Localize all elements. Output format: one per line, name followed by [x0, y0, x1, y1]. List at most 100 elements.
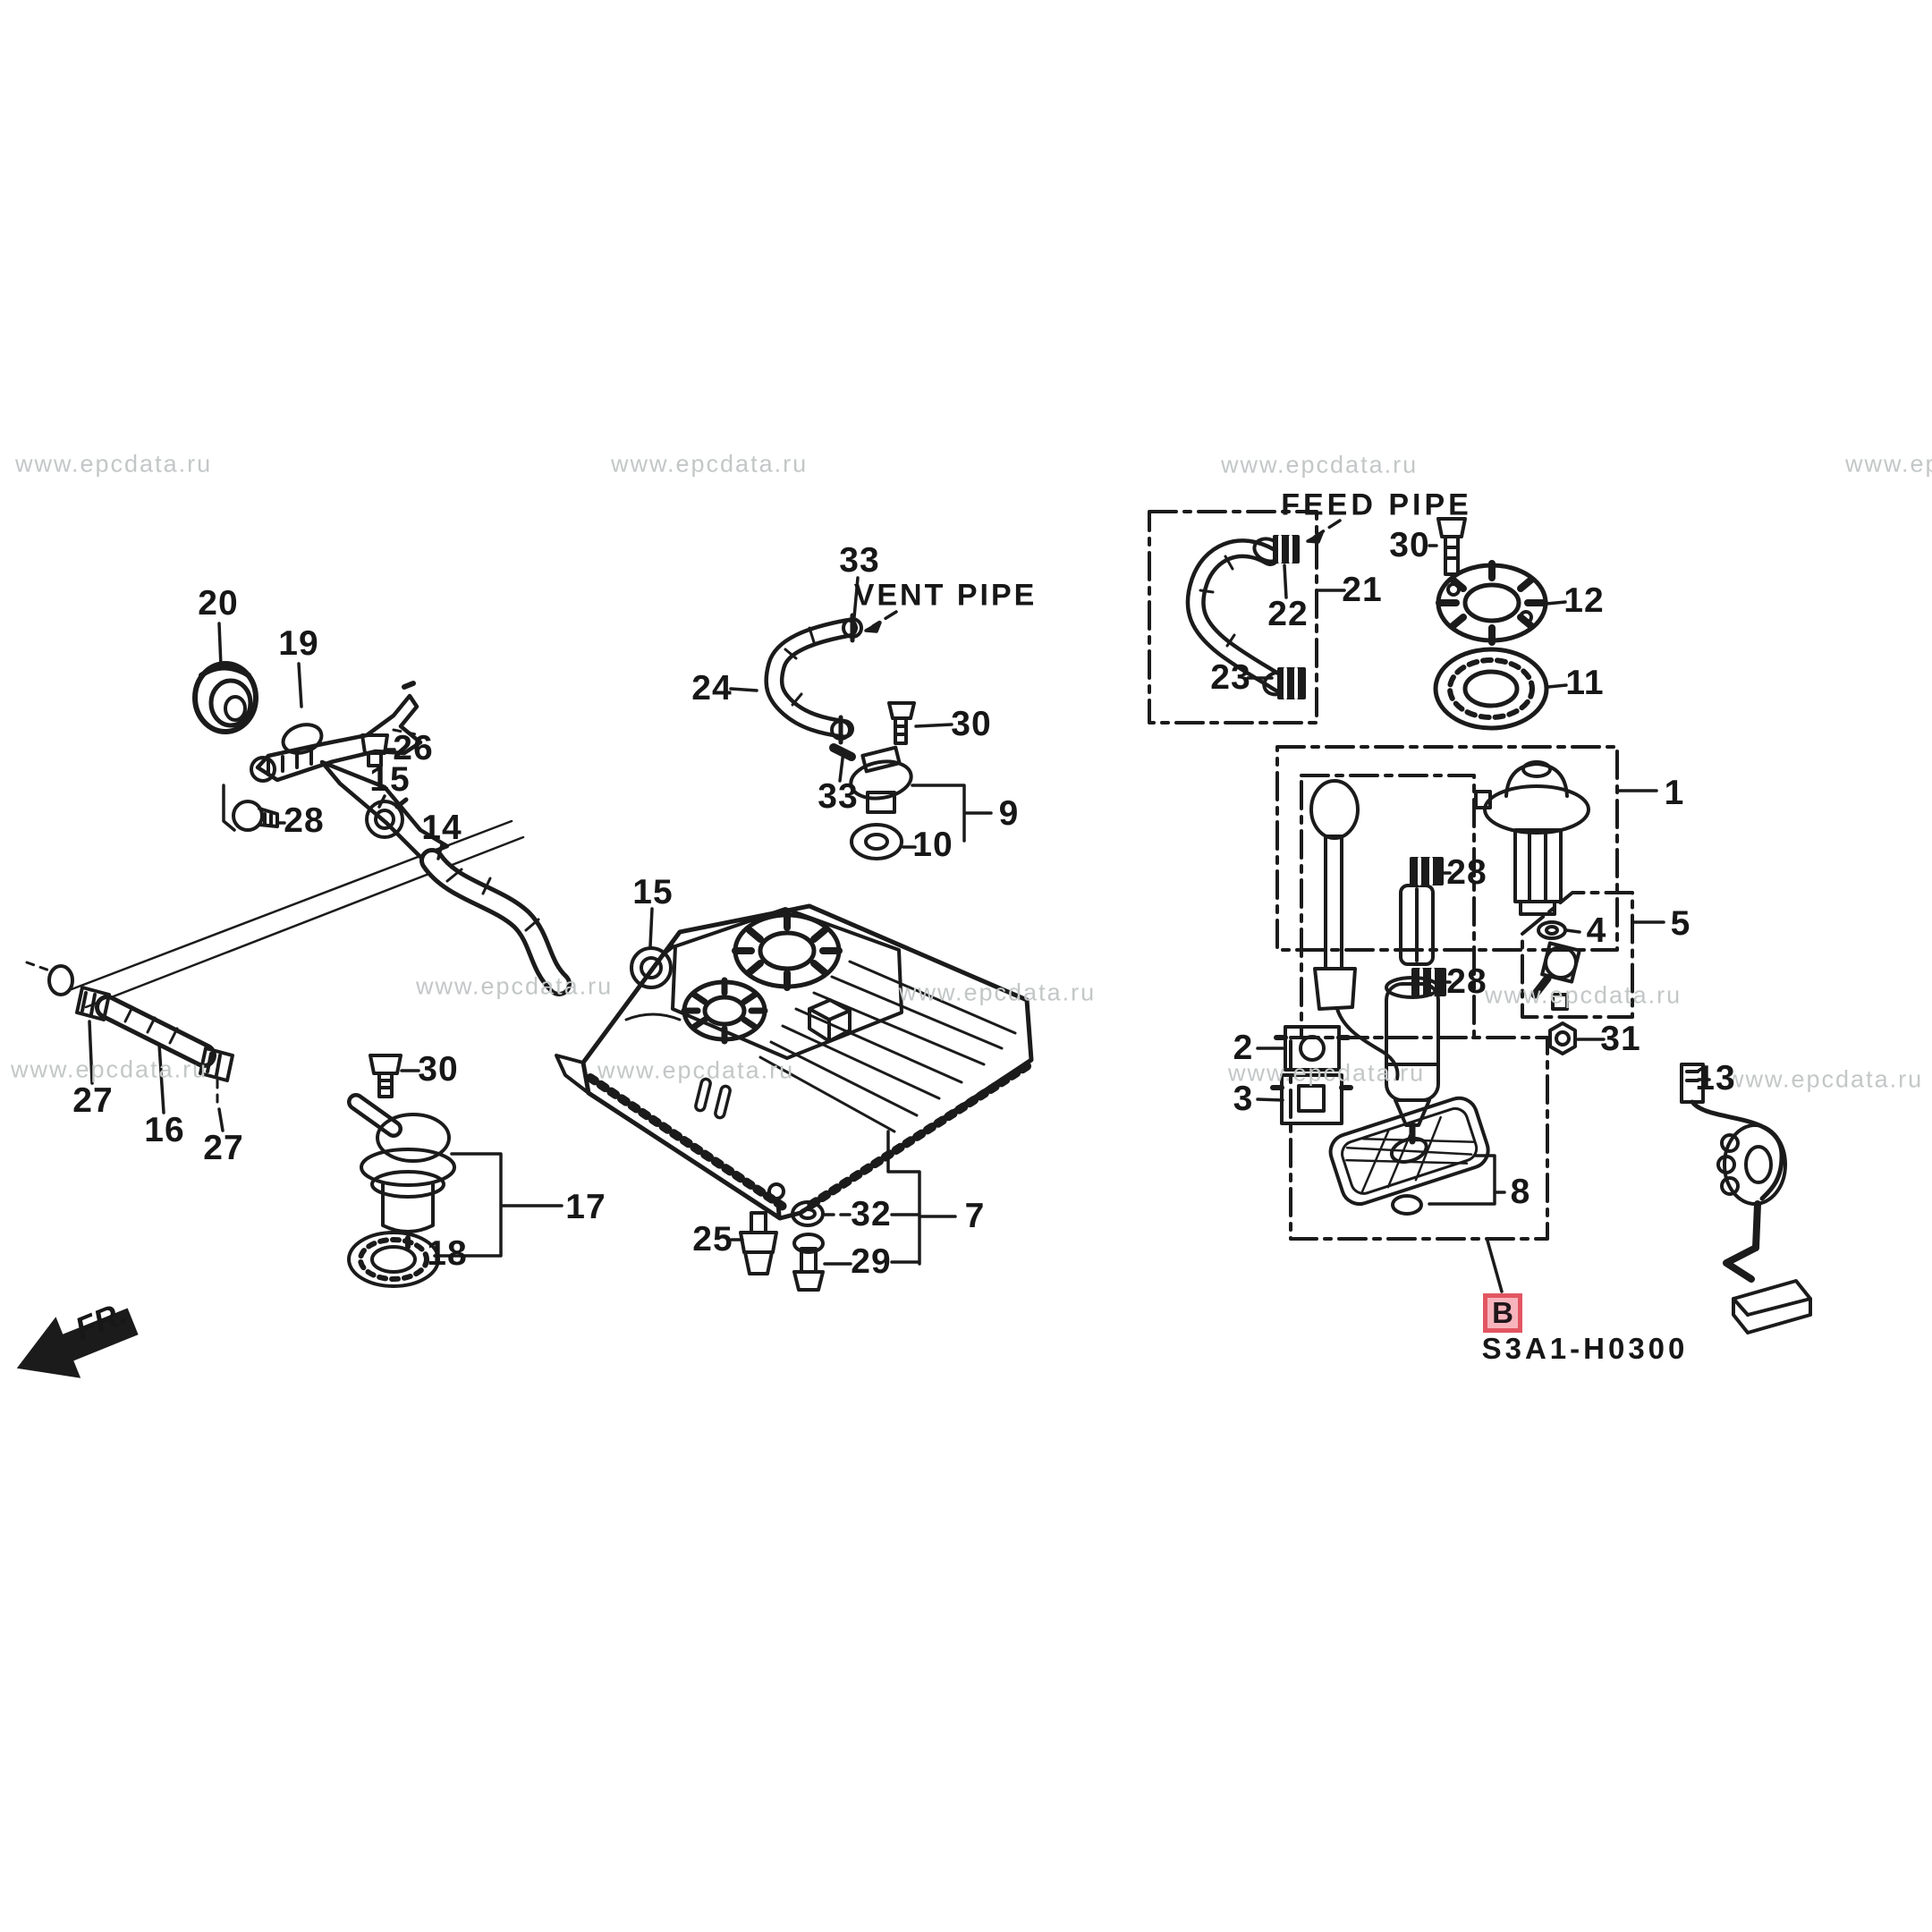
part-label-29[interactable]: 29	[851, 1242, 892, 1281]
tank-opening-ring-small	[681, 977, 768, 1045]
fuel-filler-hose-part	[419, 848, 572, 996]
part-label-28[interactable]: 28	[1446, 962, 1487, 1001]
bolt-30a-part	[887, 701, 916, 745]
drain-bolt-25-part	[739, 1211, 778, 1275]
watermark-text: www.epcdata.ru	[899, 979, 1097, 1006]
valve-set-box	[1521, 891, 1634, 1019]
part-label-1[interactable]: 1	[1664, 774, 1685, 812]
part-label-23[interactable]: 23	[1210, 658, 1251, 697]
part-label-33[interactable]: 33	[839, 541, 880, 580]
part-label-3[interactable]: 3	[1233, 1080, 1254, 1118]
part-label-27[interactable]: 27	[203, 1129, 244, 1167]
setting-ring-12-part	[1436, 560, 1548, 646]
watermark-text: www.epcdata.ru	[1221, 451, 1419, 479]
part-label-11[interactable]: 11	[1565, 664, 1605, 702]
tank-fitting-block	[808, 998, 852, 1043]
bolt-29-part	[792, 1233, 825, 1292]
joint-nut-27a-part	[75, 986, 111, 1021]
part-label-2[interactable]: 2	[1233, 1029, 1254, 1067]
valve-packing-10-part	[850, 823, 903, 860]
part-label-30[interactable]: 30	[1389, 526, 1430, 564]
washer-32-part	[791, 1200, 825, 1227]
watermark-text: www.epcdata.ru	[597, 1056, 795, 1084]
part-label-20[interactable]: 20	[198, 584, 239, 623]
leader-lines	[88, 544, 1711, 1293]
part-label-12[interactable]: 12	[1563, 581, 1605, 620]
strainer-screen-8-part	[1328, 1096, 1490, 1207]
pipe-clip-23-part	[1277, 667, 1306, 699]
pump-set-box	[1289, 1036, 1549, 1241]
part-label-28[interactable]: 28	[1446, 853, 1487, 892]
bolt-30c-part	[369, 1054, 402, 1098]
part-label-7[interactable]: 7	[964, 1197, 986, 1235]
diagram-code: S3A1-H0300	[1481, 1332, 1689, 1365]
part-label-13[interactable]: 13	[1695, 1059, 1736, 1097]
part-label-4[interactable]: 4	[1586, 911, 1607, 950]
watermark-text: www.epcdata.ru	[1228, 1059, 1426, 1087]
nut-31-part	[1548, 1021, 1577, 1055]
part-label-9[interactable]: 9	[998, 794, 1020, 833]
bolt-28-left-part	[232, 800, 279, 832]
watermark-text: www.epcdata.ru	[1726, 1065, 1924, 1093]
part-label-31[interactable]: 31	[1600, 1020, 1641, 1058]
part-label-15[interactable]: 15	[632, 873, 674, 911]
vent-pipe-label: VENT PIPE	[853, 578, 1038, 613]
fuel-joint-hose-part	[25, 961, 216, 1068]
pump-bracket-2-part	[1274, 1025, 1351, 1072]
feed-pipe-box	[1148, 510, 1318, 724]
joint-nut-27b-part	[199, 1046, 234, 1107]
watermark-text: www.epcdata.ru	[15, 450, 213, 478]
tank-bracket-part	[222, 681, 450, 860]
watermark-text: www.epcdata.ru	[416, 972, 614, 1000]
part-label-32[interactable]: 32	[851, 1195, 892, 1233]
fuel-pump-17-part	[347, 1093, 456, 1250]
fuel-gauge-sender-13-part	[1680, 1063, 1812, 1335]
vent-pipe-pointer	[864, 610, 898, 633]
valve-5-part	[1530, 941, 1581, 1011]
part-label-21[interactable]: 21	[1342, 571, 1383, 609]
part-label-10[interactable]: 10	[912, 826, 953, 864]
part-label-15[interactable]: 15	[369, 760, 411, 799]
sender-bracket-part	[1309, 779, 1400, 1080]
part-label-24[interactable]: 24	[691, 669, 733, 708]
part-label-30[interactable]: 30	[951, 705, 992, 743]
highlight-b-marker[interactable]: B	[1483, 1293, 1522, 1333]
part-label-30[interactable]: 30	[418, 1050, 459, 1089]
vent-pipe-hose-part	[764, 618, 858, 739]
watermark-text: www.epcdata.ru	[1485, 981, 1682, 1009]
watermark-text: www.epcdata.ru	[1845, 450, 1932, 478]
clip-28a-part	[1410, 857, 1444, 886]
watermark-text: www.epcdata.ru	[611, 450, 809, 478]
part-label-27[interactable]: 27	[72, 1081, 114, 1120]
fr-direction-arrow	[16, 1308, 139, 1378]
part-label-19[interactable]: 19	[278, 624, 319, 663]
strainer-seal-part	[1391, 1194, 1423, 1216]
bolt-26-part	[360, 733, 389, 767]
part-label-25[interactable]: 25	[692, 1220, 733, 1258]
base-gasket-11-part	[1433, 647, 1549, 731]
pump-module-box	[1275, 745, 1619, 952]
grommet-4-part	[1537, 920, 1567, 940]
part-label-26[interactable]: 26	[393, 729, 434, 767]
pipe-clip-22-part	[1273, 535, 1300, 564]
part-label-18[interactable]: 18	[427, 1234, 468, 1273]
part-label-14[interactable]: 14	[421, 809, 462, 847]
fuel-pump-module-part	[1474, 760, 1590, 916]
feed-pipe-pointer	[1306, 519, 1342, 544]
part-label-8[interactable]: 8	[1510, 1173, 1531, 1211]
part-label-16[interactable]: 16	[144, 1111, 185, 1149]
pump-base-ring-18-part	[347, 1231, 440, 1288]
part-label-33[interactable]: 33	[818, 777, 859, 816]
filter-sub-box	[1300, 774, 1476, 1039]
hose-clip-33a-part	[842, 613, 863, 643]
part-label-22[interactable]: 22	[1267, 595, 1309, 633]
part-label-28[interactable]: 28	[284, 801, 325, 840]
part-label-17[interactable]: 17	[565, 1188, 606, 1226]
part-label-5[interactable]: 5	[1670, 904, 1691, 943]
feed-pipe-label: FEED PIPE	[1281, 487, 1472, 522]
mount-rubber-part	[192, 661, 258, 734]
tank-opening-ring-large	[732, 910, 843, 991]
bolt-30b-part	[1436, 517, 1467, 576]
